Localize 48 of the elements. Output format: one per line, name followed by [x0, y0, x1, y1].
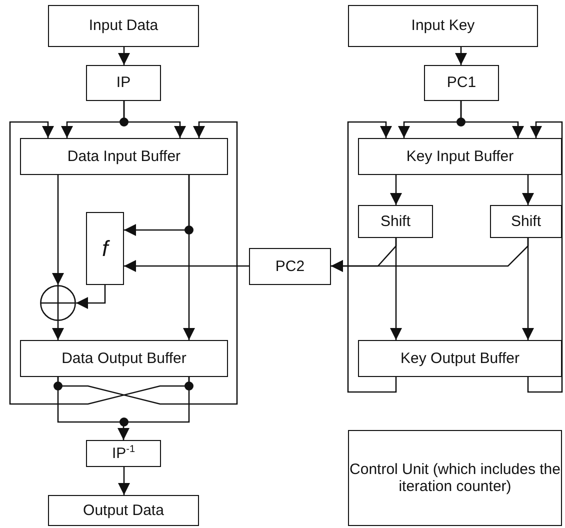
arrow: [52, 321, 64, 340]
xor-circle: [40, 285, 76, 321]
node-label: Output Data: [83, 502, 164, 520]
process-box: [358, 205, 433, 238]
arrow: [522, 175, 534, 205]
node-label: Key Input Buffer: [406, 148, 514, 166]
arrow: [390, 175, 402, 205]
arrow: [183, 175, 195, 340]
node-label: Shift: [510, 212, 541, 230]
process-box: [348, 5, 538, 47]
process-box: [424, 65, 499, 101]
node-label: Key Output Buffer: [400, 350, 520, 368]
process-box: [48, 5, 199, 47]
node-label: PC1: [446, 74, 476, 92]
arrow: [460, 101, 524, 138]
node-label: Control Unit (which includes the iteration counter): [349, 460, 561, 496]
arrow: [118, 467, 130, 495]
node-label: Input Data: [88, 17, 158, 35]
process-box: [86, 440, 161, 467]
arrow: [57, 376, 190, 441]
arrow: [52, 175, 64, 285]
arrow: [118, 47, 130, 65]
node-label: IP$^{-1}$: [112, 444, 136, 463]
arrow: [123, 101, 186, 138]
arrow: [76, 285, 106, 309]
process-box: [490, 205, 562, 238]
node-label: Shift: [380, 212, 410, 230]
node-label: IP: [116, 74, 131, 92]
node-label: PC2: [275, 258, 305, 276]
function-box: [86, 212, 124, 285]
arrow: [522, 238, 534, 340]
process-box: [249, 248, 331, 285]
arrow: [455, 47, 467, 65]
arrow: [527, 121, 563, 393]
process-box: [358, 138, 562, 175]
process-box: [20, 340, 228, 377]
function-symbol: f: [102, 236, 108, 262]
process-box: [20, 138, 228, 175]
process-box: [86, 65, 161, 101]
node-label: Data Output Buffer: [62, 350, 186, 368]
node-label: Data Input Buffer: [67, 148, 181, 166]
arrow: [347, 121, 397, 393]
arrow: [390, 238, 402, 340]
process-box: [48, 495, 199, 526]
arrow: [124, 260, 249, 272]
control-unit-box: [348, 430, 562, 526]
node-label: Input Key: [411, 17, 475, 35]
process-box: [358, 340, 562, 377]
